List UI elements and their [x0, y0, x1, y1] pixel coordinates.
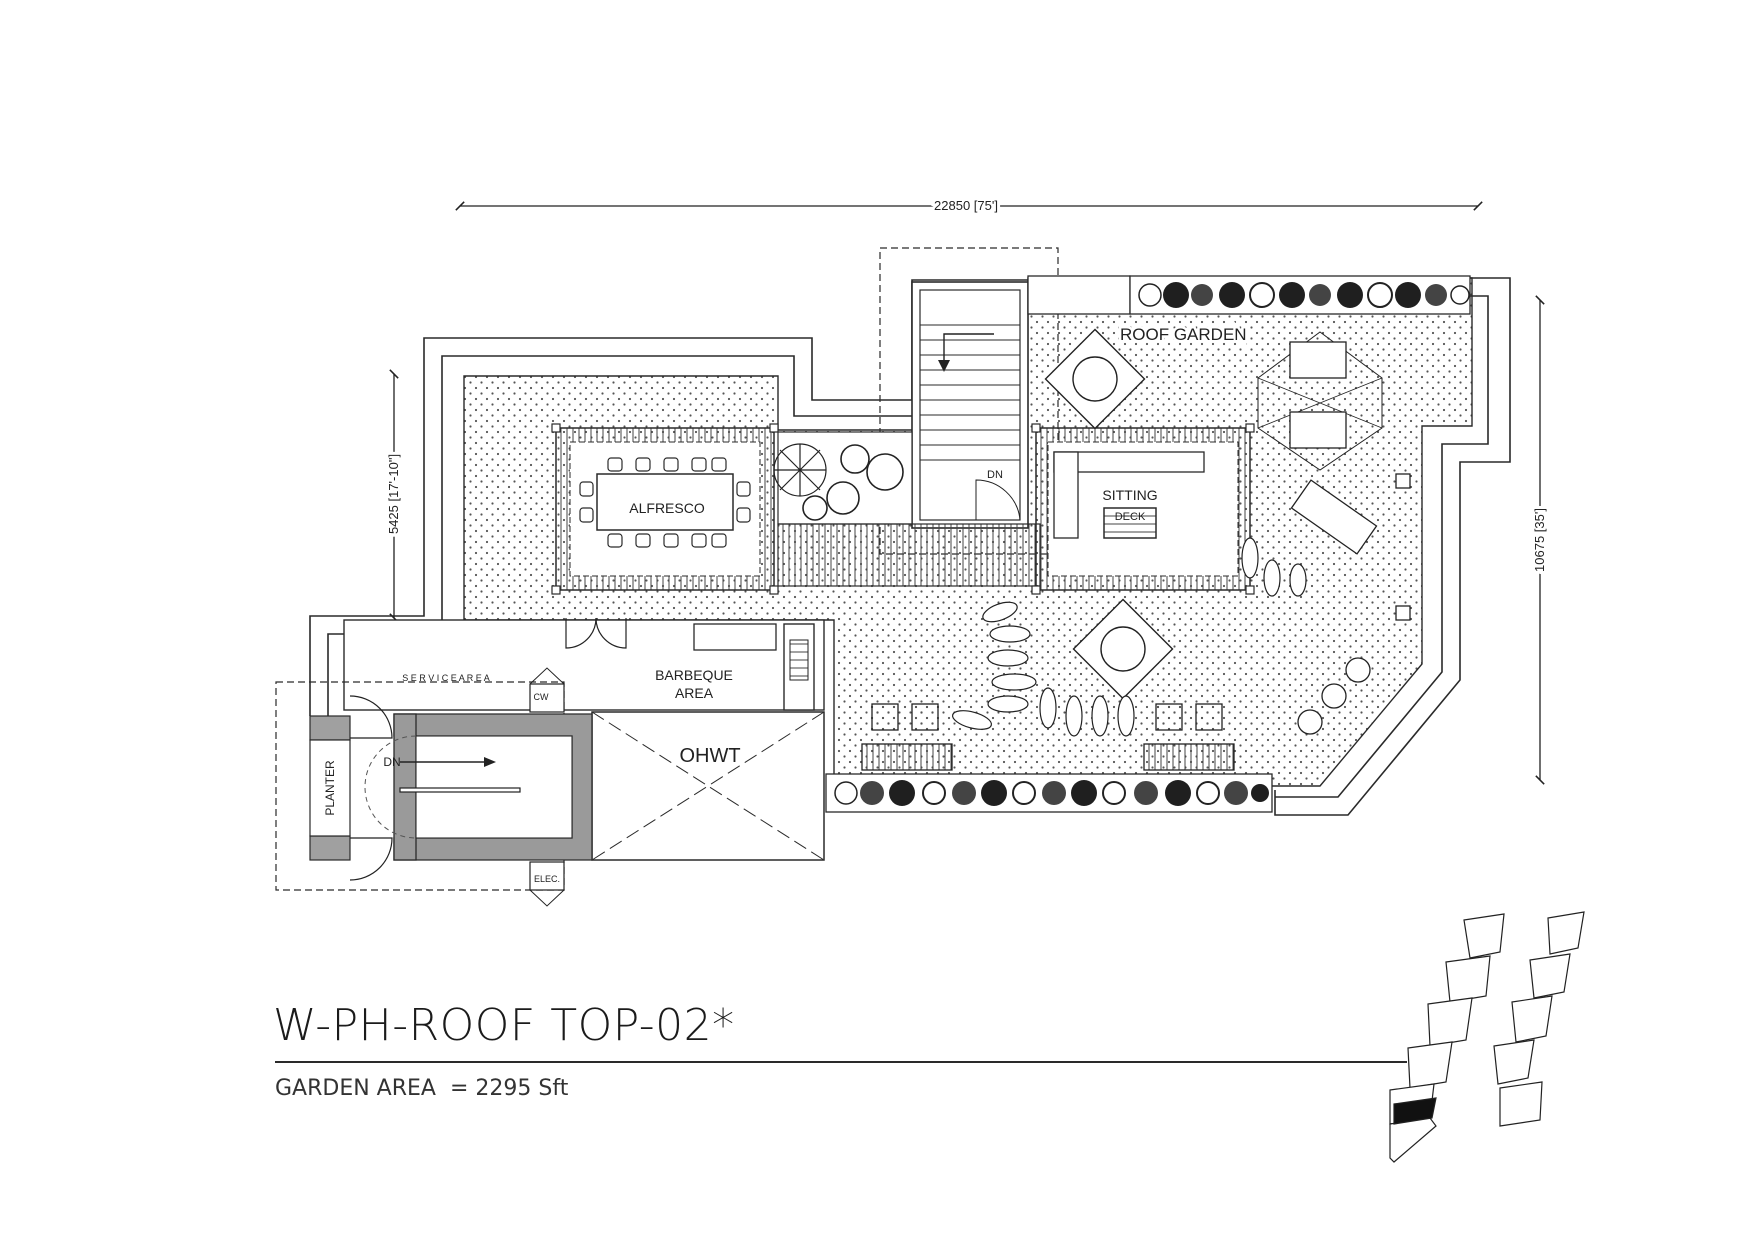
sun-loungers: [1257, 331, 1383, 555]
square-planters: [871, 473, 1411, 735]
stair-down-label-main: DN: [383, 755, 400, 769]
sitting-deck: [1031, 423, 1255, 595]
benches: [861, 743, 1235, 771]
service-area-label: S E R V I C E A R E A: [402, 673, 490, 683]
title-rule: [275, 1061, 1407, 1063]
ohwt-label: OHWT: [679, 745, 740, 767]
top-planter: [1027, 275, 1471, 315]
round-table-bottom: [1072, 598, 1174, 700]
elec-label: ELEC.: [534, 874, 560, 884]
deck-walkway: [777, 523, 1041, 587]
cw-label: CW: [534, 692, 549, 702]
roof-garden-label: ROOF GARDEN: [1120, 325, 1247, 344]
left-wing-dimension: 5425 [17'-10"]: [386, 454, 401, 534]
ohwt-tank: [591, 711, 825, 861]
stepping-stones: [951, 537, 1307, 737]
barbeque-label: BARBEQUE: [655, 667, 733, 683]
highlighted-unit: [1393, 1097, 1437, 1125]
deck-label: DECK: [1115, 511, 1146, 523]
garden-area-value: = 2295 Sft: [449, 1076, 569, 1101]
drawing-title: W-PH-ROOF TOP-02*: [273, 1000, 735, 1051]
tropical-planter: [773, 431, 913, 525]
bottom-planter: [825, 773, 1273, 813]
central-stair-core: [879, 247, 1059, 555]
sitting-label: SITTING: [1102, 487, 1157, 503]
garden-area-text: GARDEN AREA = 2295 Sft: [275, 1076, 568, 1101]
service-area: [275, 667, 593, 907]
round-table-top: [1044, 328, 1146, 430]
width-dimension: 22850 [75']: [934, 198, 998, 213]
stair-down-label-upper: DN: [987, 469, 1003, 481]
barbeque-area: [343, 617, 825, 711]
key-plan: [1389, 911, 1585, 1163]
alfresco-label: ALFRESCO: [629, 500, 705, 516]
dimension-lines: [389, 201, 1545, 785]
alfresco-pergola: [551, 423, 779, 595]
depth-dimension: 10675 [35']: [1532, 508, 1547, 572]
barbeque-area-label: AREA: [675, 685, 714, 701]
planter-label: PLANTER: [323, 760, 337, 816]
garden-area-label: GARDEN AREA: [275, 1076, 436, 1101]
